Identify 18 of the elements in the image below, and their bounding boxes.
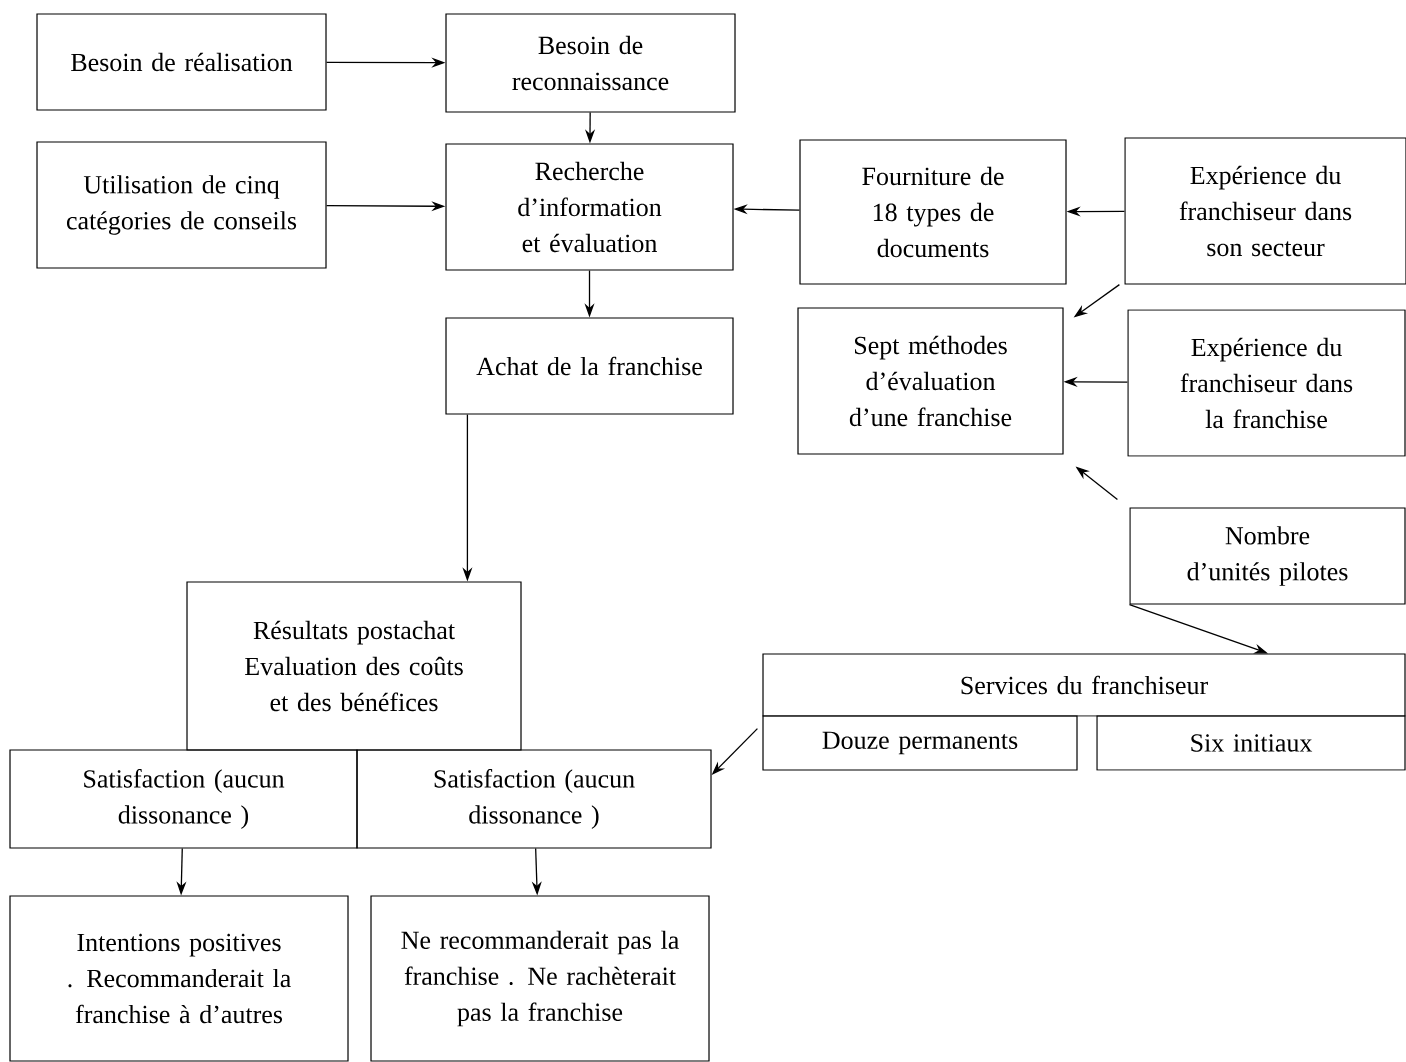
process-box: Expérience du franchiseur dans son secteur — [1124, 137, 1406, 285]
process-box: Satisfaction (aucun dissonance ) — [356, 749, 712, 849]
process-box: Besoin de réalisation — [36, 13, 327, 111]
process-box: Utilisation de cinq catégories de conseils — [36, 141, 327, 269]
process-box: Résultats postachat Evaluation des coûts et des bénéfices — [186, 581, 522, 751]
process-box: Douze permanents — [762, 715, 1078, 771]
process-box: Fourniture de 18 types de documents — [799, 139, 1067, 285]
process-box: Six initiaux — [1096, 715, 1406, 771]
process-box: Intentions positives . Recommanderait la franchise à d’autres — [9, 895, 349, 1062]
process-box: Sept méthodes d’évaluation d’une franchise — [797, 307, 1064, 455]
process-box: Nombre d’unités pilotes — [1129, 507, 1406, 605]
process-box: Besoin de reconnaissance — [445, 13, 736, 113]
process-box: Satisfaction (aucun dissonance ) — [9, 749, 358, 849]
process-box: Services du franchiseur — [762, 653, 1406, 717]
process-box: Achat de la franchise — [445, 317, 734, 415]
process-box: Ne recommanderait pas la franchise . Ne rachèterait pas la franchise — [370, 895, 710, 1062]
process-box: Expérience du franchiseur dans la franchise — [1127, 309, 1406, 457]
process-box: Recherche d’information et évaluation — [445, 143, 734, 271]
